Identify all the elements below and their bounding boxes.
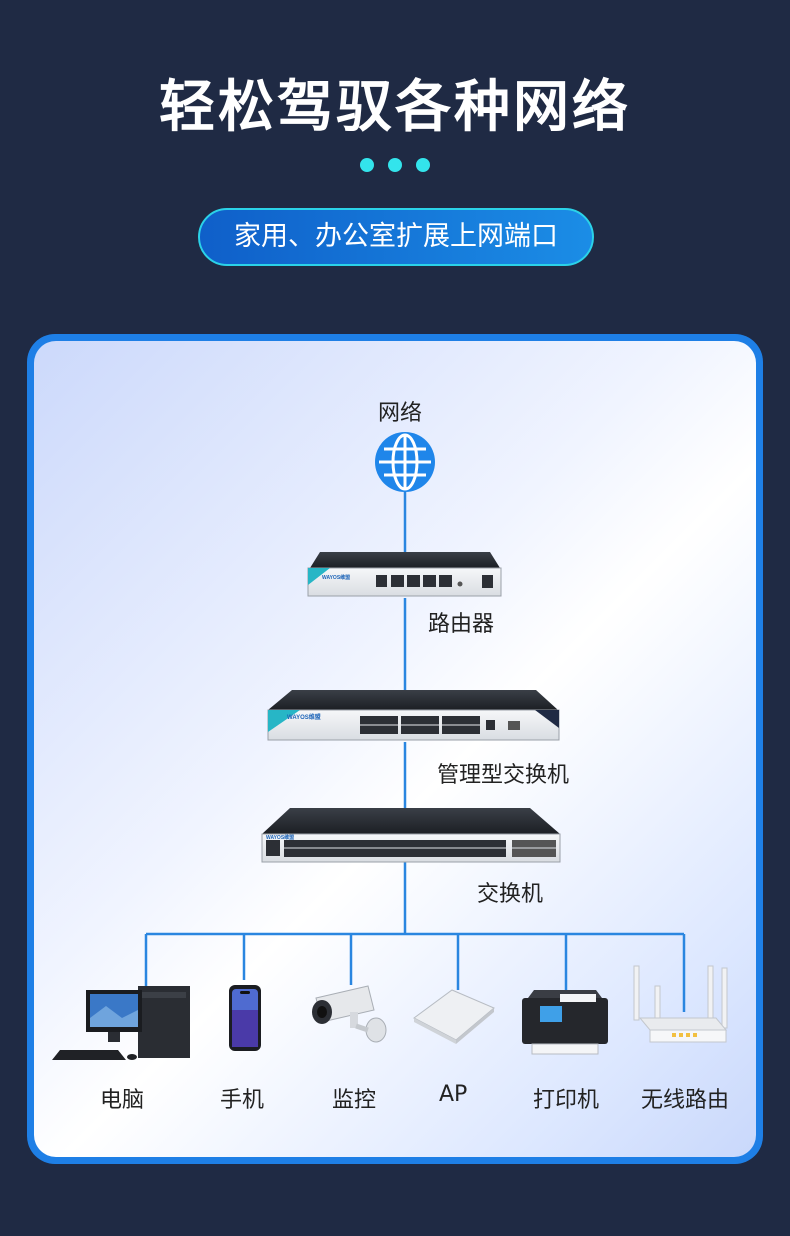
endpoint-label-phone: 手机 [220, 1082, 264, 1114]
endpoint-label-computer: 电脑 [100, 1082, 144, 1114]
network-label: 网络 [378, 395, 422, 427]
switch-label: 交换机 [477, 876, 543, 908]
router-brand: WAYOS维盟 [322, 574, 350, 581]
smartphone-icon [229, 985, 261, 1051]
globe-icon [375, 432, 435, 492]
endpoint-label-printer: 打印机 [533, 1082, 599, 1114]
wireless-router-icon [634, 966, 727, 1042]
security-camera-icon [312, 986, 386, 1042]
managed-switch-label: 管理型交换机 [437, 757, 569, 789]
access-point-icon [414, 990, 494, 1044]
switch-brand: WAYOS维盟 [266, 834, 294, 841]
router-label: 路由器 [428, 606, 494, 638]
endpoint-label-camera: 监控 [332, 1082, 376, 1114]
managed-switch-brand: WAYOS维盟 [287, 713, 321, 721]
switch-icon [262, 808, 560, 862]
router-icon [308, 552, 501, 596]
desktop-computer-icon [52, 986, 190, 1060]
printer-icon [522, 990, 608, 1054]
endpoint-label-wireless-router: 无线路由 [641, 1082, 729, 1114]
endpoint-label-ap: AP [439, 1082, 467, 1107]
